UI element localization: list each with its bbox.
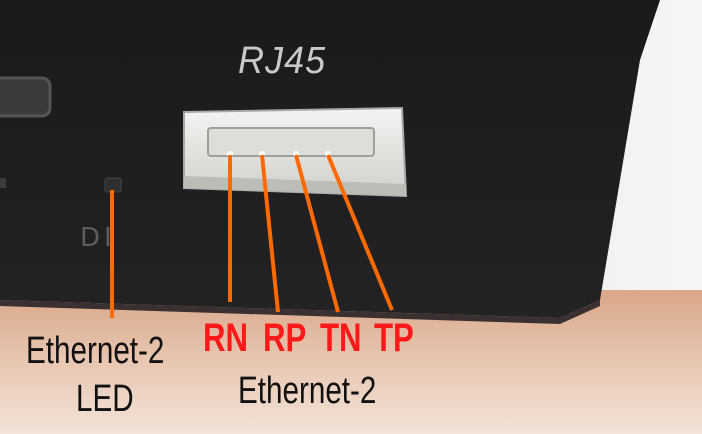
port-left-small [0, 178, 6, 188]
leader-line-tn [294, 154, 340, 313]
svg-text:I: I [104, 223, 112, 253]
silk-print: D [80, 223, 100, 253]
leader-line-rp [260, 154, 280, 313]
pin-label-tp: TP [374, 316, 414, 360]
rj45-label: RJ45 [238, 40, 327, 82]
pin-label-tn: TN [320, 316, 362, 360]
led-label-line1: Ethernet-2 [26, 330, 165, 372]
led-label-line2: LED [76, 378, 134, 420]
connector-slot [207, 127, 375, 157]
pin-label-rn: RN [203, 316, 249, 360]
device-bottom-edge [0, 300, 600, 324]
led-window [104, 177, 122, 193]
pin-label-rp: RP [263, 316, 307, 360]
ethernet-group-label: Ethernet-2 [238, 370, 377, 412]
leader-line-tp [326, 154, 394, 311]
port-left-slot [0, 76, 52, 118]
connector-lip [184, 176, 406, 196]
